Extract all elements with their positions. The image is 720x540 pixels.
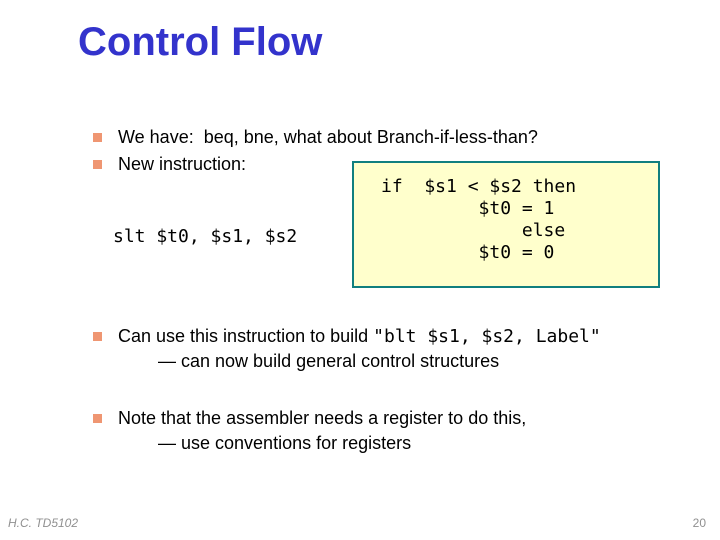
bullet-item-note-assembler: Note that the assembler needs a register… (93, 407, 526, 430)
sub-line-register-conventions: — use conventions for registers (158, 433, 412, 453)
bullet-square-icon (93, 414, 102, 423)
page-number: 20 (692, 516, 706, 530)
footer-course-label: H.C. TD5102 (8, 516, 79, 530)
bullet-item-can-use: Can use this instruction to build "blt $… (93, 325, 601, 348)
slide-title: Control Flow (78, 20, 323, 64)
bullet-text-new-instruction: New instruction: (118, 154, 247, 174)
bullet-square-icon (93, 332, 102, 341)
bullet3-sans-part: Can use this instruction to build (118, 326, 374, 346)
slt-instruction-code: slt $t0, $s1, $s2 (113, 226, 298, 247)
sub-line-control-structures: — can now build general control structur… (158, 351, 500, 371)
bullet-square-icon (93, 133, 102, 142)
bullet-item-new-instruction: New instruction: (93, 153, 246, 176)
bullet-text-note-assembler: Note that the assembler needs a register… (118, 408, 527, 428)
bullet-square-icon (93, 160, 102, 169)
blt-instruction-code: "blt $s1, $s2, Label" (373, 326, 601, 347)
if-then-else-code-text: if $s1 < $s2 then $t0 = 1 else $t0 = 0 (381, 176, 577, 263)
bullet-text-we-have: We have: beq, bne, what about Branch-if-… (118, 127, 538, 147)
if-then-else-code-box: if $s1 < $s2 then $t0 = 1 else $t0 = 0 (352, 161, 660, 288)
bullet-item-we-have: We have: beq, bne, what about Branch-if-… (93, 126, 538, 149)
bullet-text-can-use: Can use this instruction to build "blt $… (118, 325, 601, 348)
